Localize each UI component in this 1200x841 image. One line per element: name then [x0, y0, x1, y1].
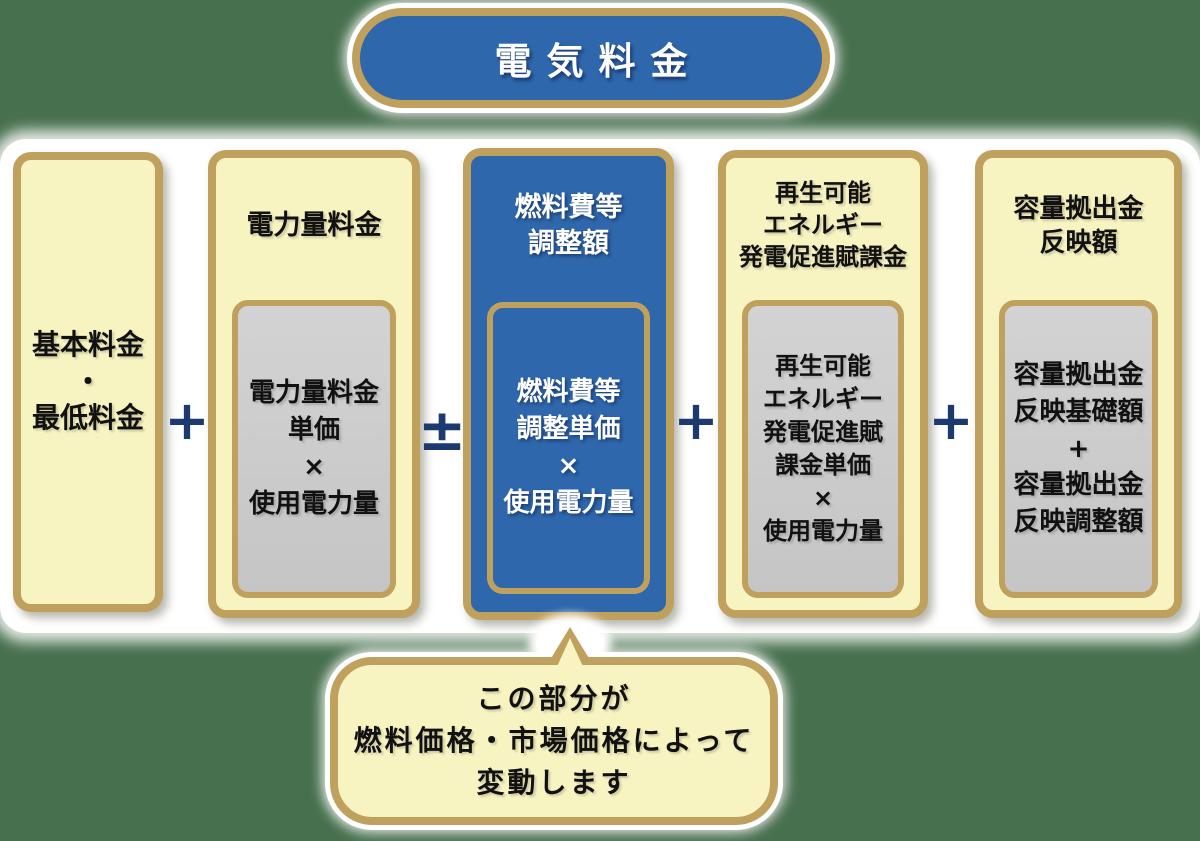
plus-operator-2: + [673, 388, 719, 452]
column-fuel-adjustment: 燃料費等調整額 燃料費等調整単価×使用電力量 [463, 148, 674, 620]
plus-operator-1: + [164, 388, 210, 452]
title-pill: 電気料金 [352, 8, 830, 108]
column-renewable-surcharge: 再生可能エネルギー発電促進賦課金 再生可能エネルギー発電促進賦課金単価×使用電力… [718, 150, 928, 618]
capacity-contribution-header: 容量拠出金反映額 [1013, 193, 1144, 258]
column-basic-fee: 基本料金・最低料金 [13, 152, 163, 612]
basic-fee-label: 基本料金・最低料金 [31, 328, 144, 435]
fuel-adjustment-header: 燃料費等調整額 [514, 192, 623, 259]
column-energy-charge: 電力量料金 電力量料金単価×使用電力量 [208, 150, 420, 618]
energy-charge-header: 電力量料金 [246, 210, 382, 242]
energy-charge-formula-box: 電力量料金単価×使用電力量 [232, 300, 396, 598]
capacity-contribution-formula: 容量拠出金反映基礎額+容量拠出金反映調整額 [1013, 359, 1144, 538]
fuel-adjustment-formula: 燃料費等調整単価×使用電力量 [503, 377, 634, 518]
callout-tail-fill [555, 638, 585, 671]
page-title: 電気料金 [494, 40, 703, 83]
plus-minus-operator: ± [417, 396, 467, 464]
column-capacity-contribution: 容量拠出金反映額 容量拠出金反映基礎額+容量拠出金反映調整額 [975, 150, 1182, 618]
renewable-surcharge-formula-box: 再生可能エネルギー発電促進賦課金単価×使用電力量 [742, 300, 904, 598]
plus-operator-3: + [928, 388, 974, 452]
energy-charge-formula: 電力量料金単価×使用電力量 [248, 378, 379, 519]
callout-bubble: この部分が燃料価格・市場価格によって変動します [330, 657, 778, 825]
capacity-contribution-formula-box: 容量拠出金反映基礎額+容量拠出金反映調整額 [999, 300, 1158, 598]
callout-text: この部分が燃料価格・市場価格によって変動します [353, 682, 755, 799]
renewable-surcharge-header: 再生可能エネルギー発電促進賦課金 [739, 179, 907, 271]
renewable-surcharge-formula: 再生可能エネルギー発電促進賦課金単価×使用電力量 [763, 351, 883, 546]
fuel-adjustment-formula-box: 燃料費等調整単価×使用電力量 [487, 302, 650, 594]
